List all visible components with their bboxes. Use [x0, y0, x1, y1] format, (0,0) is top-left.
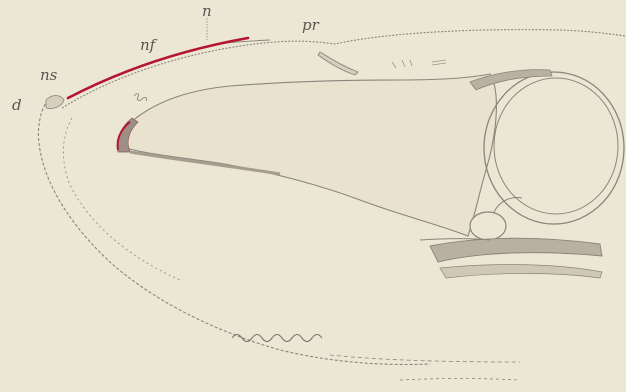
large-ring-inner	[494, 78, 618, 214]
label-ns: ns	[40, 66, 58, 84]
small-ring	[470, 212, 506, 240]
label-n: n	[202, 2, 212, 20]
label-d: d	[12, 96, 22, 114]
label-pr: pr	[302, 16, 320, 34]
label-nf: nf	[140, 36, 158, 54]
